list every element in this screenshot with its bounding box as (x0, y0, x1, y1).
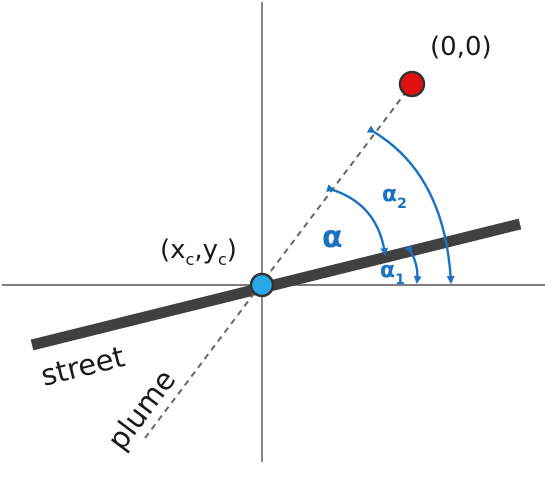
alpha-label: α (322, 220, 343, 255)
alpha2-label: α2 (382, 182, 407, 212)
source-point (249, 272, 275, 298)
plume-label: plume (100, 363, 182, 456)
origin-label: (0,0) (430, 32, 492, 62)
alpha2-arc (366, 125, 455, 284)
alpha1-label: α1 (380, 258, 405, 288)
alpha1-arc (404, 244, 422, 284)
plume-line (144, 83, 413, 439)
street-label: street (37, 339, 128, 393)
origin-point (398, 70, 426, 98)
source-label: (xc,yc) (160, 235, 237, 269)
